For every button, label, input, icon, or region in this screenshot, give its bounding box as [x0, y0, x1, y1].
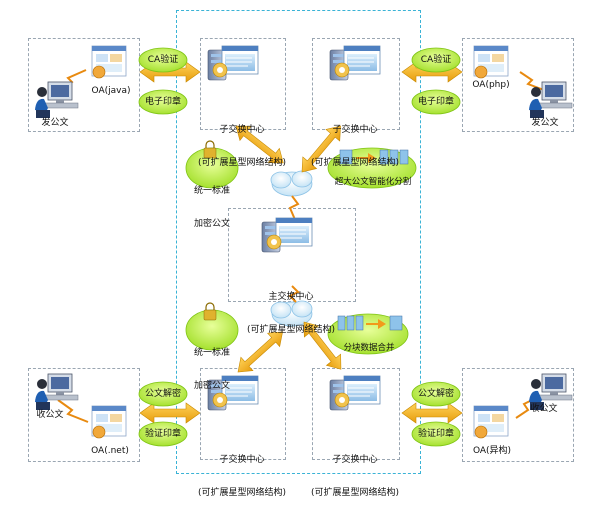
user-workstation-icon-top-right: [528, 81, 573, 119]
decrypt-label-bottom-right: 公文解密: [417, 389, 454, 399]
role-label-top-left: 发公文: [41, 118, 69, 128]
cloud-merge-banner: [327, 313, 409, 355]
merge-banner-label: 分块数据合并: [343, 343, 395, 353]
oa-label-bottom-left: OA(.net): [91, 446, 129, 456]
sub-center-label-bottom-right: 子交换中心 (可扩展星型网络结构): [308, 433, 402, 521]
lightning-link-hub-upper: [288, 195, 300, 223]
document-icon: [339, 149, 353, 165]
verify-seal-label-bottom-right: 验证印章: [417, 429, 454, 439]
server-icon-bottom-right: [329, 375, 381, 411]
sub-center-label-top-left: 子交换中心 (可扩展星型网络结构): [196, 103, 288, 191]
arrow-lower-right-diagonal: [303, 321, 342, 370]
cloud-seal-top-right: [411, 89, 461, 115]
sub-center-subtitle: (可扩展星型网络结构): [197, 488, 287, 498]
user-workstation-icon-bottom-left: [34, 373, 79, 411]
role-label-top-right: 发公文: [531, 118, 559, 128]
ca-verify-label-top-left: CA验证: [147, 55, 179, 65]
cloud-encrypt-lower: [185, 302, 239, 351]
sub-center-title: 子交换中心: [332, 125, 378, 135]
network-cloud-upper: [270, 170, 313, 197]
sub-center-subtitle: (可扩展星型网络结构): [310, 158, 400, 168]
encrypt-line-1: 统一标准: [193, 348, 230, 358]
arrow-right-icon: [366, 319, 386, 329]
oa-app-icon-top-right: [473, 45, 509, 79]
cloud-encrypt-upper: [185, 140, 239, 189]
cloud-seal-top-left: [138, 89, 188, 115]
oa-label-top-right: OA(php): [472, 80, 510, 90]
cloud-ca-top-right: [411, 47, 461, 73]
server-icon-hub: [261, 217, 313, 253]
hub-title: 主交换中心: [268, 292, 314, 302]
sub-center-title: 子交换中心: [332, 455, 378, 465]
decrypt-label-bottom-left: 公文解密: [144, 389, 181, 399]
sub-center-subtitle: (可扩展星型网络结构): [197, 158, 287, 168]
network-cloud-lower: [270, 300, 313, 327]
user-workstation-icon-top-left: [34, 81, 79, 119]
cloud-seal-bottom-left: [138, 421, 188, 447]
exchange-network-frame: [176, 10, 421, 474]
hub-label: 主交换中心 (可扩展星型网络结构): [228, 270, 354, 358]
sub-center-title: 子交换中心: [219, 455, 265, 465]
lightning-link-hub-lower: [288, 285, 300, 303]
diagram: 子交换中心 (可扩展星型网络结构) 子交换中心 (可扩展星型网络结构) 子交换中…: [28, 10, 574, 498]
encrypt-line-1: 统一标准: [193, 186, 230, 196]
arrow-upper-right-diagonal: [301, 125, 341, 173]
sub-center-label-top-right: 子交换中心 (可扩展星型网络结构): [308, 103, 402, 191]
sub-center-subtitle: (可扩展星型网络结构): [310, 488, 400, 498]
encrypt-line-2: 加密公文: [193, 219, 230, 229]
encrypt-label-lower: 统一标准 加密公文: [188, 326, 236, 414]
verify-seal-label-bottom-left: 验证印章: [144, 429, 181, 439]
e-seal-label-top-right: 电子印章: [417, 97, 454, 107]
cloud-seal-bottom-right: [411, 421, 461, 447]
arrow-lower-left-diagonal: [237, 331, 283, 373]
split-banner-label: 超大公文智能化分割: [334, 177, 412, 187]
e-seal-label-top-left: 电子印章: [144, 97, 181, 107]
oa-app-icon-top-left: [91, 45, 127, 79]
document-icon: [337, 315, 346, 331]
lightning-link-top-right: [519, 71, 545, 91]
encrypt-label-upper: 统一标准 加密公文: [188, 164, 236, 252]
server-icon-top-left: [207, 45, 259, 81]
sub-center-label-bottom-left: 子交换中心 (可扩展星型网络结构): [196, 433, 288, 521]
cloud-ca-top-left: [138, 47, 188, 73]
ca-verify-label-top-right: CA验证: [420, 55, 452, 65]
encrypt-line-2: 加密公文: [193, 381, 230, 391]
arrow-upper-left-diagonal: [235, 125, 284, 164]
oa-app-icon-bottom-left: [91, 405, 127, 439]
cloud-split-banner: [327, 147, 417, 189]
lightning-link-bottom-left: [57, 399, 89, 423]
role-label-bottom-right: 收公文: [530, 404, 558, 414]
diagram-graphics: [34, 45, 573, 447]
arrow-right-icon: [356, 153, 376, 163]
oa-app-icon-bottom-right: [473, 405, 509, 439]
cloud-decrypt-bottom-left: [138, 381, 188, 407]
hub-subtitle: (可扩展星型网络结构): [246, 325, 336, 335]
oa-label-bottom-right: OA(异构): [472, 446, 512, 456]
sub-center-title: 子交换中心: [219, 125, 265, 135]
oa-label-top-left: OA(java): [91, 86, 131, 96]
lock-icon: [203, 147, 217, 159]
server-icon-top-right: [329, 45, 381, 81]
cloud-decrypt-bottom-right: [411, 381, 461, 407]
lock-icon: [203, 309, 217, 321]
role-label-bottom-left: 收公文: [36, 410, 64, 420]
